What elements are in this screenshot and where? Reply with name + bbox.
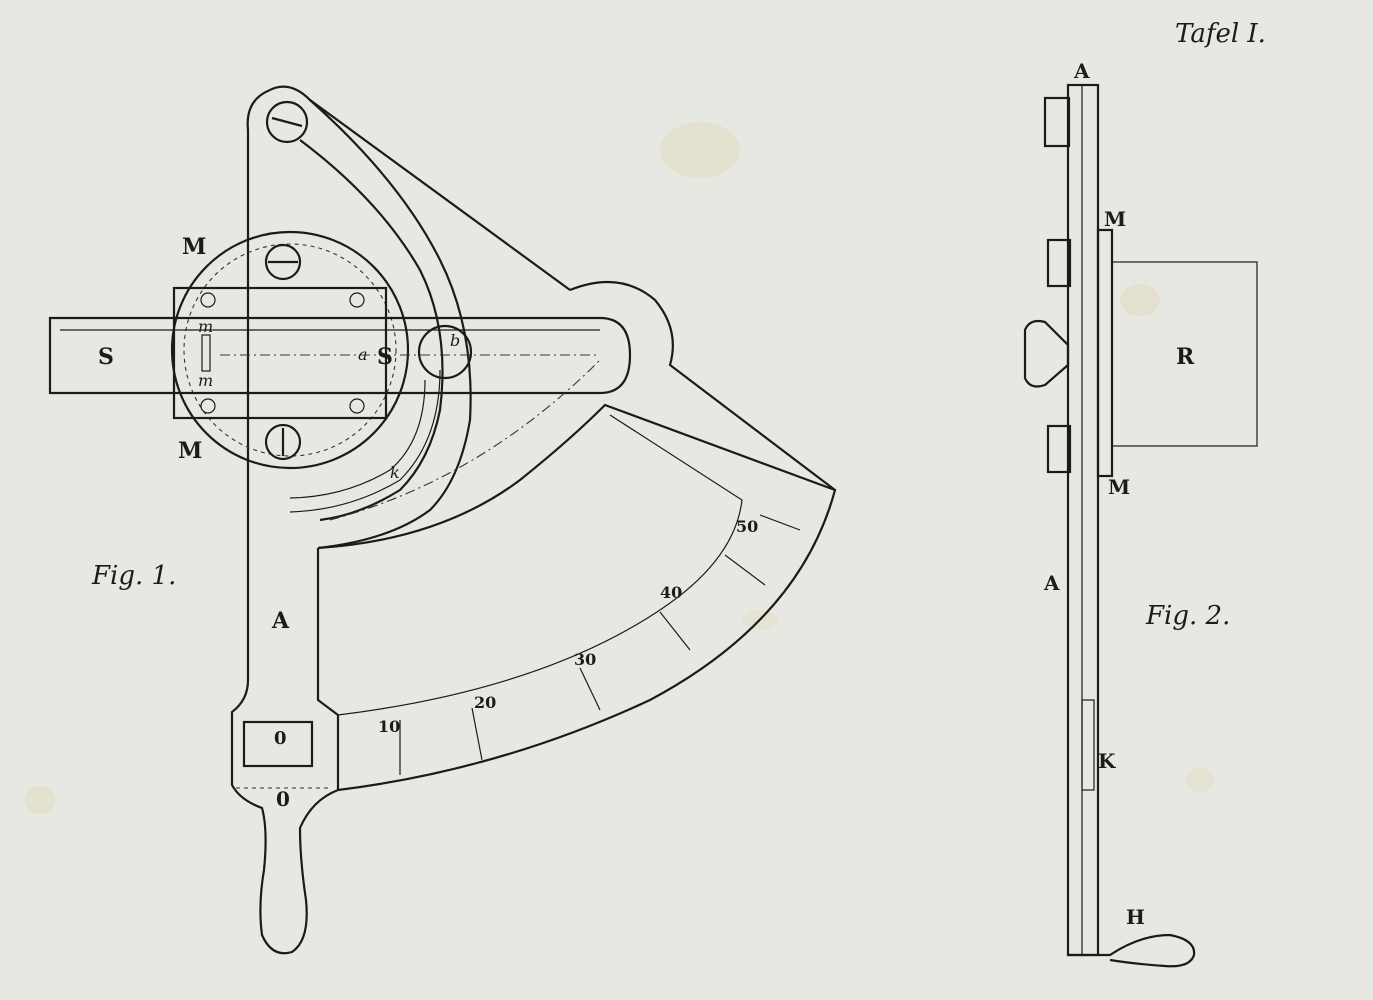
rail-plate [172,286,388,420]
caption-fig-2: Fig. 2. [1145,601,1230,631]
label-b-small: b [450,331,460,350]
figure-1 [48,85,837,955]
label-a-small: a [358,345,368,364]
label-m-small-top: m [198,317,213,336]
protractor-hub [569,280,836,491]
fig2-label-m-top: M [1104,207,1126,231]
scale-number-30: 30 [574,650,596,669]
fig2-label-a-mid: A [1043,571,1060,595]
screw-lower [264,423,302,461]
fig2-bracket-mid1 [1046,238,1072,288]
fig2-label-h: H [1126,905,1145,929]
disc-mm [170,230,410,470]
fig2-rail [1066,83,1100,957]
zero-window [242,720,314,768]
protractor-sector [317,403,837,792]
fig2-box-r [1111,261,1258,447]
plate-title: Tafel I. [1175,19,1266,49]
label-zero-below: 0 [276,787,290,811]
label-s-left: S [98,344,114,370]
arm-edge [309,99,571,291]
scale-ticks [399,514,801,775]
scale-numbers: 10 20 30 40 50 [378,517,758,736]
label-m-bottom: M [178,438,202,464]
scale-number-10: 10 [378,717,400,736]
fig2-scale-k [1081,699,1095,791]
scale-number-50: 50 [736,517,758,536]
figure-2 [1023,83,1258,968]
label-zero-window: 0 [274,728,287,749]
screw-upper [264,243,302,281]
label-m-top: M [182,234,206,260]
fig2-knob [1023,319,1070,388]
fig2-slide-m [1096,228,1114,478]
scale-number-20: 20 [474,693,496,712]
fig2-bracket-top [1043,96,1071,148]
arm-a-outline [230,88,340,955]
slot-k [289,369,441,513]
scale-number-40: 40 [660,583,682,602]
label-a-arm: A [271,608,290,634]
fig2-label-a-top: A [1073,59,1090,83]
pivot-b [417,324,473,380]
index-mark [201,334,211,372]
fig2-bracket-mid2 [1046,424,1072,474]
label-m-small-bottom: m [198,371,213,390]
caption-fig-1: Fig. 1. [91,561,176,591]
slider-bar-s [48,316,632,395]
fig2-label-k: K [1098,749,1116,773]
label-k-small: k [390,463,400,482]
fig2-label-m-bottom: M [1108,475,1130,499]
fig2-handle-h [1068,933,1196,968]
pivot-screw-top [265,100,309,144]
label-s-right: S [377,344,393,370]
fig2-label-r: R [1176,344,1195,370]
paper-stains [24,122,1214,814]
